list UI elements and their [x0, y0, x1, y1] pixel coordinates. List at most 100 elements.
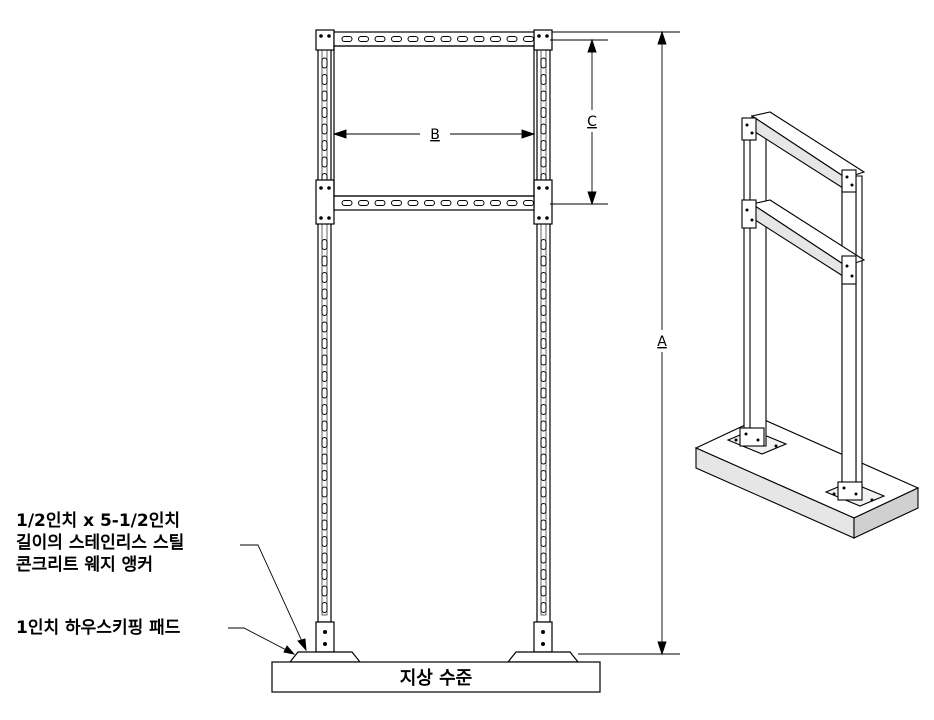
post-slot: [321, 387, 328, 399]
post-slot: [321, 486, 328, 498]
rail-slot: [407, 200, 419, 206]
dimension-a: [552, 30, 680, 656]
post-slot: [321, 404, 328, 415]
isometric-view: [694, 111, 920, 539]
rail-slot: [358, 36, 369, 42]
post-slot: [321, 74, 328, 85]
anchor-callout-line-2: 길이의 스테인리스 스틸: [16, 533, 185, 553]
rail-slot: [391, 36, 402, 42]
post-slot: [540, 57, 547, 69]
post-slot: [540, 288, 547, 300]
post-slot: [540, 437, 547, 448]
middle-rail: [333, 195, 535, 211]
post-slot: [540, 123, 547, 135]
post-slot: [321, 585, 328, 597]
housekeeping-pad: [271, 661, 601, 693]
post-slot: [540, 354, 547, 366]
rail-slot: [473, 36, 485, 42]
post-slot: [540, 404, 547, 415]
post-slot: [540, 255, 547, 267]
anchor-callout-line-3: 콘크리트 웨지 앵커: [16, 555, 153, 575]
post-slot: [540, 90, 547, 102]
pad-callout-text: 1인치 하우스키핑 패드: [16, 618, 181, 638]
pad-callout: 1인치 하우스키핑 패드: [16, 617, 180, 639]
post-slot: [321, 239, 328, 250]
post-slot: [321, 140, 328, 151]
post-slot: [540, 338, 547, 349]
post-slot: [321, 305, 328, 316]
ground-level-label: 지상 수준: [400, 668, 473, 689]
rail-slot: [341, 200, 353, 206]
post-slot: [540, 569, 547, 580]
post-slot: [321, 503, 328, 514]
post-slot: [540, 585, 547, 597]
rail-slot: [424, 36, 435, 42]
post-slot: [321, 321, 328, 333]
rail-slot: [523, 36, 534, 42]
post-slot: [540, 371, 547, 382]
post-slot: [540, 321, 547, 333]
right-foot: [506, 621, 580, 663]
right-post: [536, 31, 551, 623]
plate-holes: [319, 34, 549, 220]
dimension-a-label: A: [657, 334, 667, 350]
rail-slot: [490, 36, 501, 42]
post-slot: [321, 156, 328, 168]
post-slot: [540, 156, 547, 168]
post-slot: [540, 272, 547, 283]
rail-slot: [457, 200, 468, 206]
rail-slot: [440, 36, 452, 42]
post-slot: [540, 602, 547, 613]
rail-slot: [457, 36, 468, 42]
post-slot: [321, 288, 328, 300]
post-slot: [540, 140, 547, 151]
right-post-slots: [540, 57, 547, 613]
post-slot: [540, 503, 547, 514]
post-slot: [540, 74, 547, 85]
rail-slot: [490, 200, 501, 206]
anchor-callout-line-1: 1/2인치 x 5-1/2인치: [16, 511, 180, 531]
post-slot: [321, 602, 328, 613]
leader-lines: [228, 544, 307, 655]
post-slot: [540, 387, 547, 399]
top-rail: [333, 31, 535, 47]
rail-slot: [341, 36, 353, 42]
dimension-c-label: C: [587, 114, 597, 130]
rail-slot: [374, 36, 386, 42]
post-slot: [321, 123, 328, 135]
rail-slot: [506, 36, 518, 42]
rail-slot: [374, 200, 386, 206]
post-slot: [540, 470, 547, 481]
rail-slot: [424, 200, 435, 206]
post-slot: [321, 536, 328, 547]
dimension-b-label: B: [430, 127, 440, 143]
rail-slot: [391, 200, 402, 206]
rail-slot: [440, 200, 452, 206]
post-slot: [321, 420, 328, 432]
rail-slot: [523, 200, 534, 206]
post-slot: [321, 57, 328, 69]
rail-slot: [506, 200, 518, 206]
post-slot: [321, 569, 328, 580]
post-slot: [540, 519, 547, 531]
rail-slot: [473, 200, 485, 206]
anchor-callout: 1/2인치 x 5-1/2인치 길이의 스테인리스 스틸 콘크리트 웨지 앵커: [16, 510, 184, 576]
post-slot: [540, 420, 547, 432]
post-slot: [540, 536, 547, 547]
post-slot: [321, 470, 328, 481]
post-slot: [540, 453, 547, 465]
rail-slot: [358, 200, 369, 206]
post-slot: [321, 453, 328, 465]
panel-opening: [333, 45, 535, 197]
post-slot: [540, 239, 547, 250]
post-slot: [321, 90, 328, 102]
left-post-slots: [321, 57, 328, 613]
post-slot: [540, 486, 547, 498]
post-slot: [540, 107, 547, 118]
post-slot: [321, 437, 328, 448]
post-slot: [321, 255, 328, 267]
post-slot: [540, 305, 547, 316]
post-slot: [321, 338, 328, 349]
post-slot: [321, 552, 328, 564]
